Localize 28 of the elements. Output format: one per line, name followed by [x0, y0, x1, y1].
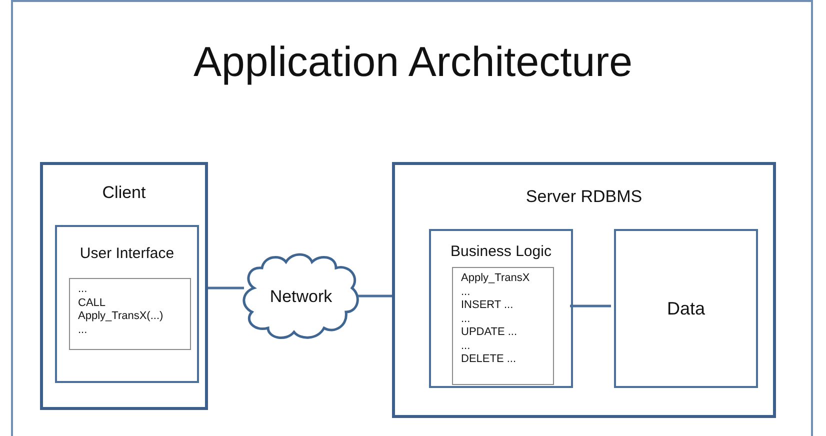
- node-label: Server RDBMS: [524, 187, 644, 207]
- code-line: ...: [461, 312, 472, 326]
- code-box: [69, 278, 191, 350]
- node-label: Client: [101, 183, 147, 203]
- node-label: Network: [268, 287, 334, 307]
- node-label: Business Logic: [450, 243, 552, 260]
- network-cloud: [240, 252, 362, 342]
- component-box: [55, 225, 199, 383]
- code-box: [452, 267, 554, 385]
- component-box: [614, 229, 758, 388]
- code-line: ...: [461, 340, 472, 353]
- diagram-title: Application Architecture: [192, 38, 634, 86]
- code-line: INSERT ...: [461, 299, 514, 312]
- connector-line: [570, 304, 611, 308]
- code-line: UPDATE ...: [461, 326, 518, 340]
- code-line: Apply_TransX: [461, 272, 531, 286]
- code-line: ...: [78, 283, 88, 296]
- code-line: DELETE ...: [461, 353, 518, 366]
- code-line: ...: [78, 324, 88, 337]
- code-line: ...: [461, 286, 472, 299]
- container-box: [40, 162, 208, 410]
- container-box: [392, 162, 776, 418]
- node-label: Data: [666, 298, 706, 319]
- code-line: Apply_TransX(...): [78, 310, 164, 324]
- component-box: [429, 229, 573, 388]
- connector-line: [358, 294, 392, 298]
- node-label: User Interface: [78, 245, 176, 262]
- code-line: CALL: [78, 296, 107, 310]
